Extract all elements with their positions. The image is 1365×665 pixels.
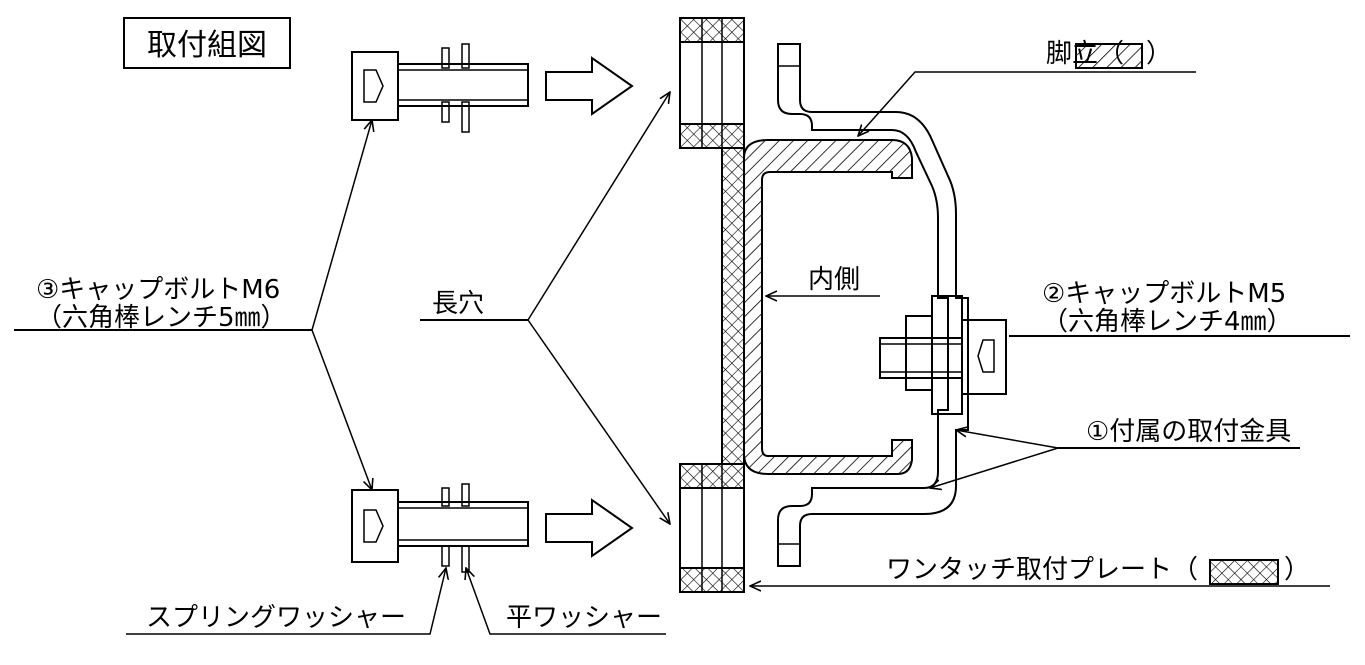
label-cap-bolt-m5: ②キャップボルトM5 — [1042, 279, 1286, 309]
legend-cross-swatch — [1209, 559, 1279, 585]
title-box: 取付組図 — [123, 17, 291, 69]
insert-arrow-bottom — [545, 498, 634, 558]
label-wrench-5mm: （六角棒レンチ5㎜） — [36, 303, 287, 333]
label-spring-washer: スプリングワッシャー — [146, 603, 406, 633]
label-wrench-4mm: （六角棒レンチ4㎜） — [1042, 307, 1293, 337]
mounting-plate — [679, 17, 745, 593]
mounting-bracket — [777, 43, 969, 567]
spring-washer-top — [441, 47, 450, 69]
insert-arrow-top — [545, 56, 634, 116]
label-flat-washer: 平ワッシャー — [506, 603, 662, 633]
flat-washer-bottom — [461, 545, 470, 573]
leg-section — [743, 139, 913, 475]
label-long-hole: 長穴 — [432, 289, 484, 319]
title-text: 取付組図 — [147, 28, 267, 63]
label-cap-bolt-m6: ③キャップボルトM6 — [36, 275, 280, 305]
label-plate-close: ） — [1284, 555, 1310, 585]
legend-hatch-swatch — [1075, 43, 1143, 69]
cap-bolt-top — [351, 43, 529, 133]
cap-bolt-bottom — [351, 483, 529, 573]
label-bracket: ①付属の取付金具 — [1086, 417, 1291, 447]
flat-washer-top — [461, 43, 470, 69]
spring-washer-bottom — [441, 545, 450, 567]
label-plate: ワンタッチ取付プレート（ — [886, 555, 1198, 585]
cap-bolt-m5 — [879, 295, 1007, 415]
label-leg-close: ） — [1146, 39, 1172, 69]
label-inner-side: 内側 — [808, 265, 860, 295]
